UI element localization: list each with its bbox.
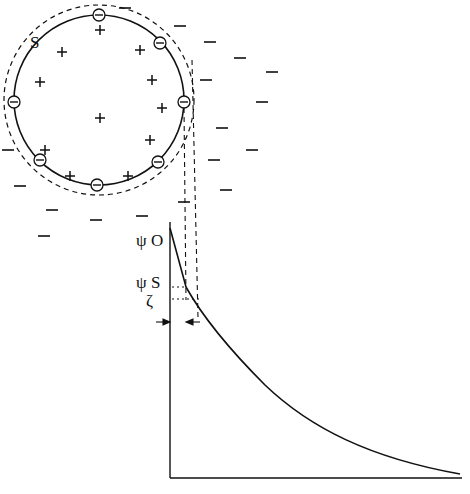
ion-ring — [34, 154, 46, 166]
positive-charge — [35, 77, 45, 87]
charges — [2, 8, 278, 236]
positive-charge — [145, 135, 155, 145]
shear-plane — [4, 5, 194, 195]
positive-charge — [57, 47, 67, 57]
adsorbed-ion — [152, 156, 164, 168]
positive-charge — [147, 75, 157, 85]
potential-label: ψ S — [136, 274, 160, 291]
ion-sign — [10, 101, 18, 102]
projection-line — [184, 108, 186, 300]
ion-sign — [36, 159, 44, 160]
negative-charge — [234, 57, 246, 59]
adsorbed-ion — [154, 37, 166, 49]
negative-charge — [2, 149, 14, 151]
negative-charge — [246, 149, 258, 151]
negative-charge — [119, 7, 131, 9]
adsorbed-ion — [91, 179, 103, 191]
positive-charge — [65, 171, 75, 181]
ion-sign — [154, 161, 162, 162]
negative-charge — [216, 127, 228, 129]
adsorbed-ion — [178, 96, 190, 108]
positive-charge — [40, 145, 50, 155]
ion-sign — [180, 101, 188, 102]
positive-charge — [123, 171, 133, 181]
ion-ring — [178, 96, 190, 108]
positive-charge — [95, 113, 105, 123]
ion-ring — [91, 179, 103, 191]
potential-label: ψ O — [136, 232, 163, 249]
level-line — [172, 299, 200, 300]
ion-sign — [156, 42, 164, 43]
adsorbed-ion — [34, 154, 46, 166]
positive-charge — [135, 45, 145, 55]
negative-charge — [90, 219, 102, 221]
ion-sign — [95, 14, 103, 15]
axis — [170, 477, 462, 478]
negative-charge — [46, 209, 58, 211]
level-line — [172, 287, 186, 288]
thickness-marker — [156, 319, 200, 325]
negative-charge — [14, 185, 26, 187]
negative-charge — [204, 41, 216, 43]
arrowhead — [186, 319, 193, 325]
ion-ring — [154, 37, 166, 49]
negative-charge — [174, 25, 186, 27]
ion-ring — [93, 9, 105, 21]
zeta-label: ζ — [146, 292, 153, 309]
negative-charge — [266, 71, 278, 73]
potential-curve — [170, 228, 460, 474]
adsorbed-ion — [93, 9, 105, 21]
ion-ring — [152, 156, 164, 168]
particle-surface — [14, 15, 184, 185]
negative-charge — [178, 201, 190, 203]
negative-charge — [38, 235, 50, 237]
negative-charge — [256, 101, 268, 103]
ion-ring — [8, 96, 20, 108]
negative-charge — [220, 189, 232, 191]
positive-charge — [157, 103, 167, 113]
particle — [4, 5, 194, 195]
projection-line — [192, 60, 198, 318]
level-lines — [172, 287, 200, 299]
adsorbed-ion — [8, 96, 20, 108]
negative-charge — [136, 215, 148, 217]
projection-lines — [184, 60, 198, 318]
potential-graph — [170, 222, 462, 478]
surface-label: S — [30, 34, 39, 51]
ion-sign — [93, 184, 101, 185]
arrowhead — [163, 319, 170, 325]
negative-charge — [200, 79, 212, 81]
negative-charge — [208, 159, 220, 161]
positive-charge — [95, 25, 105, 35]
axis — [169, 222, 170, 478]
